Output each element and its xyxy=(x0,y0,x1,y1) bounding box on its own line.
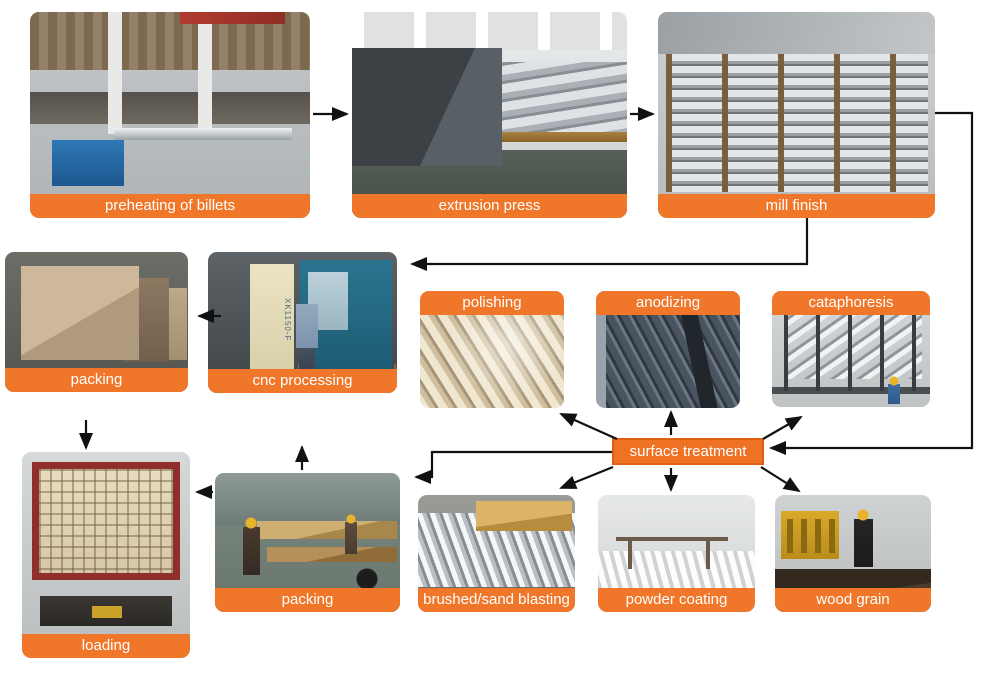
photo-packing-line: packing xyxy=(215,473,400,612)
loading-crate xyxy=(32,462,180,580)
photo-brushed-sand-blasting: brushed/sand blasting xyxy=(418,495,575,612)
preheating-label: preheating of billets xyxy=(30,194,310,218)
packing-a-label: packing xyxy=(5,368,188,392)
edge-surfacetreatment-brushed xyxy=(559,465,614,490)
wood-grain-label: wood grain xyxy=(775,588,931,612)
photo-polishing: polishing xyxy=(420,291,564,408)
edge-surfacetreatment-woodgrain xyxy=(760,466,801,493)
extrusion-label: extrusion press xyxy=(352,194,627,218)
anodizing-label: anodizing xyxy=(596,291,740,315)
edge-surfacetreatment-polishing xyxy=(559,412,618,441)
mill-finish-label: mill finish xyxy=(658,194,935,218)
edge-surfacetreatment-cataphoresis xyxy=(762,415,803,440)
photo-cnc-processing: XK1150-F cnc processing xyxy=(208,252,397,393)
photo-wood-grain: wood grain xyxy=(775,495,931,612)
photo-cataphoresis: cataphoresis xyxy=(772,291,930,407)
loading-label: loading xyxy=(22,634,190,658)
edge-surfacetreatment-packingb xyxy=(414,450,612,484)
edge-millfinish-cnc xyxy=(410,218,809,271)
powder-label: powder coating xyxy=(598,588,755,612)
photo-anodizing: anodizing xyxy=(596,291,740,408)
packing-b-label: packing xyxy=(215,588,400,612)
photo-loading: loading xyxy=(22,452,190,658)
photo-extrusion-press: extrusion press xyxy=(352,12,627,218)
photo-powder-coating: powder coating xyxy=(598,495,755,612)
surface-treatment-node: surface treatment xyxy=(612,438,764,465)
photo-preheating-of-billets: preheating of billets xyxy=(30,12,310,218)
cnc-machine-text: XK1150-F xyxy=(250,264,294,376)
cataphoresis-label: cataphoresis xyxy=(772,291,930,315)
photo-packing-pallet: packing xyxy=(5,252,188,392)
photo-mill-finish: mill finish xyxy=(658,12,935,218)
cnc-label: cnc processing xyxy=(208,369,397,393)
brushed-label: brushed/sand blasting xyxy=(418,588,575,612)
polishing-label: polishing xyxy=(420,291,564,315)
